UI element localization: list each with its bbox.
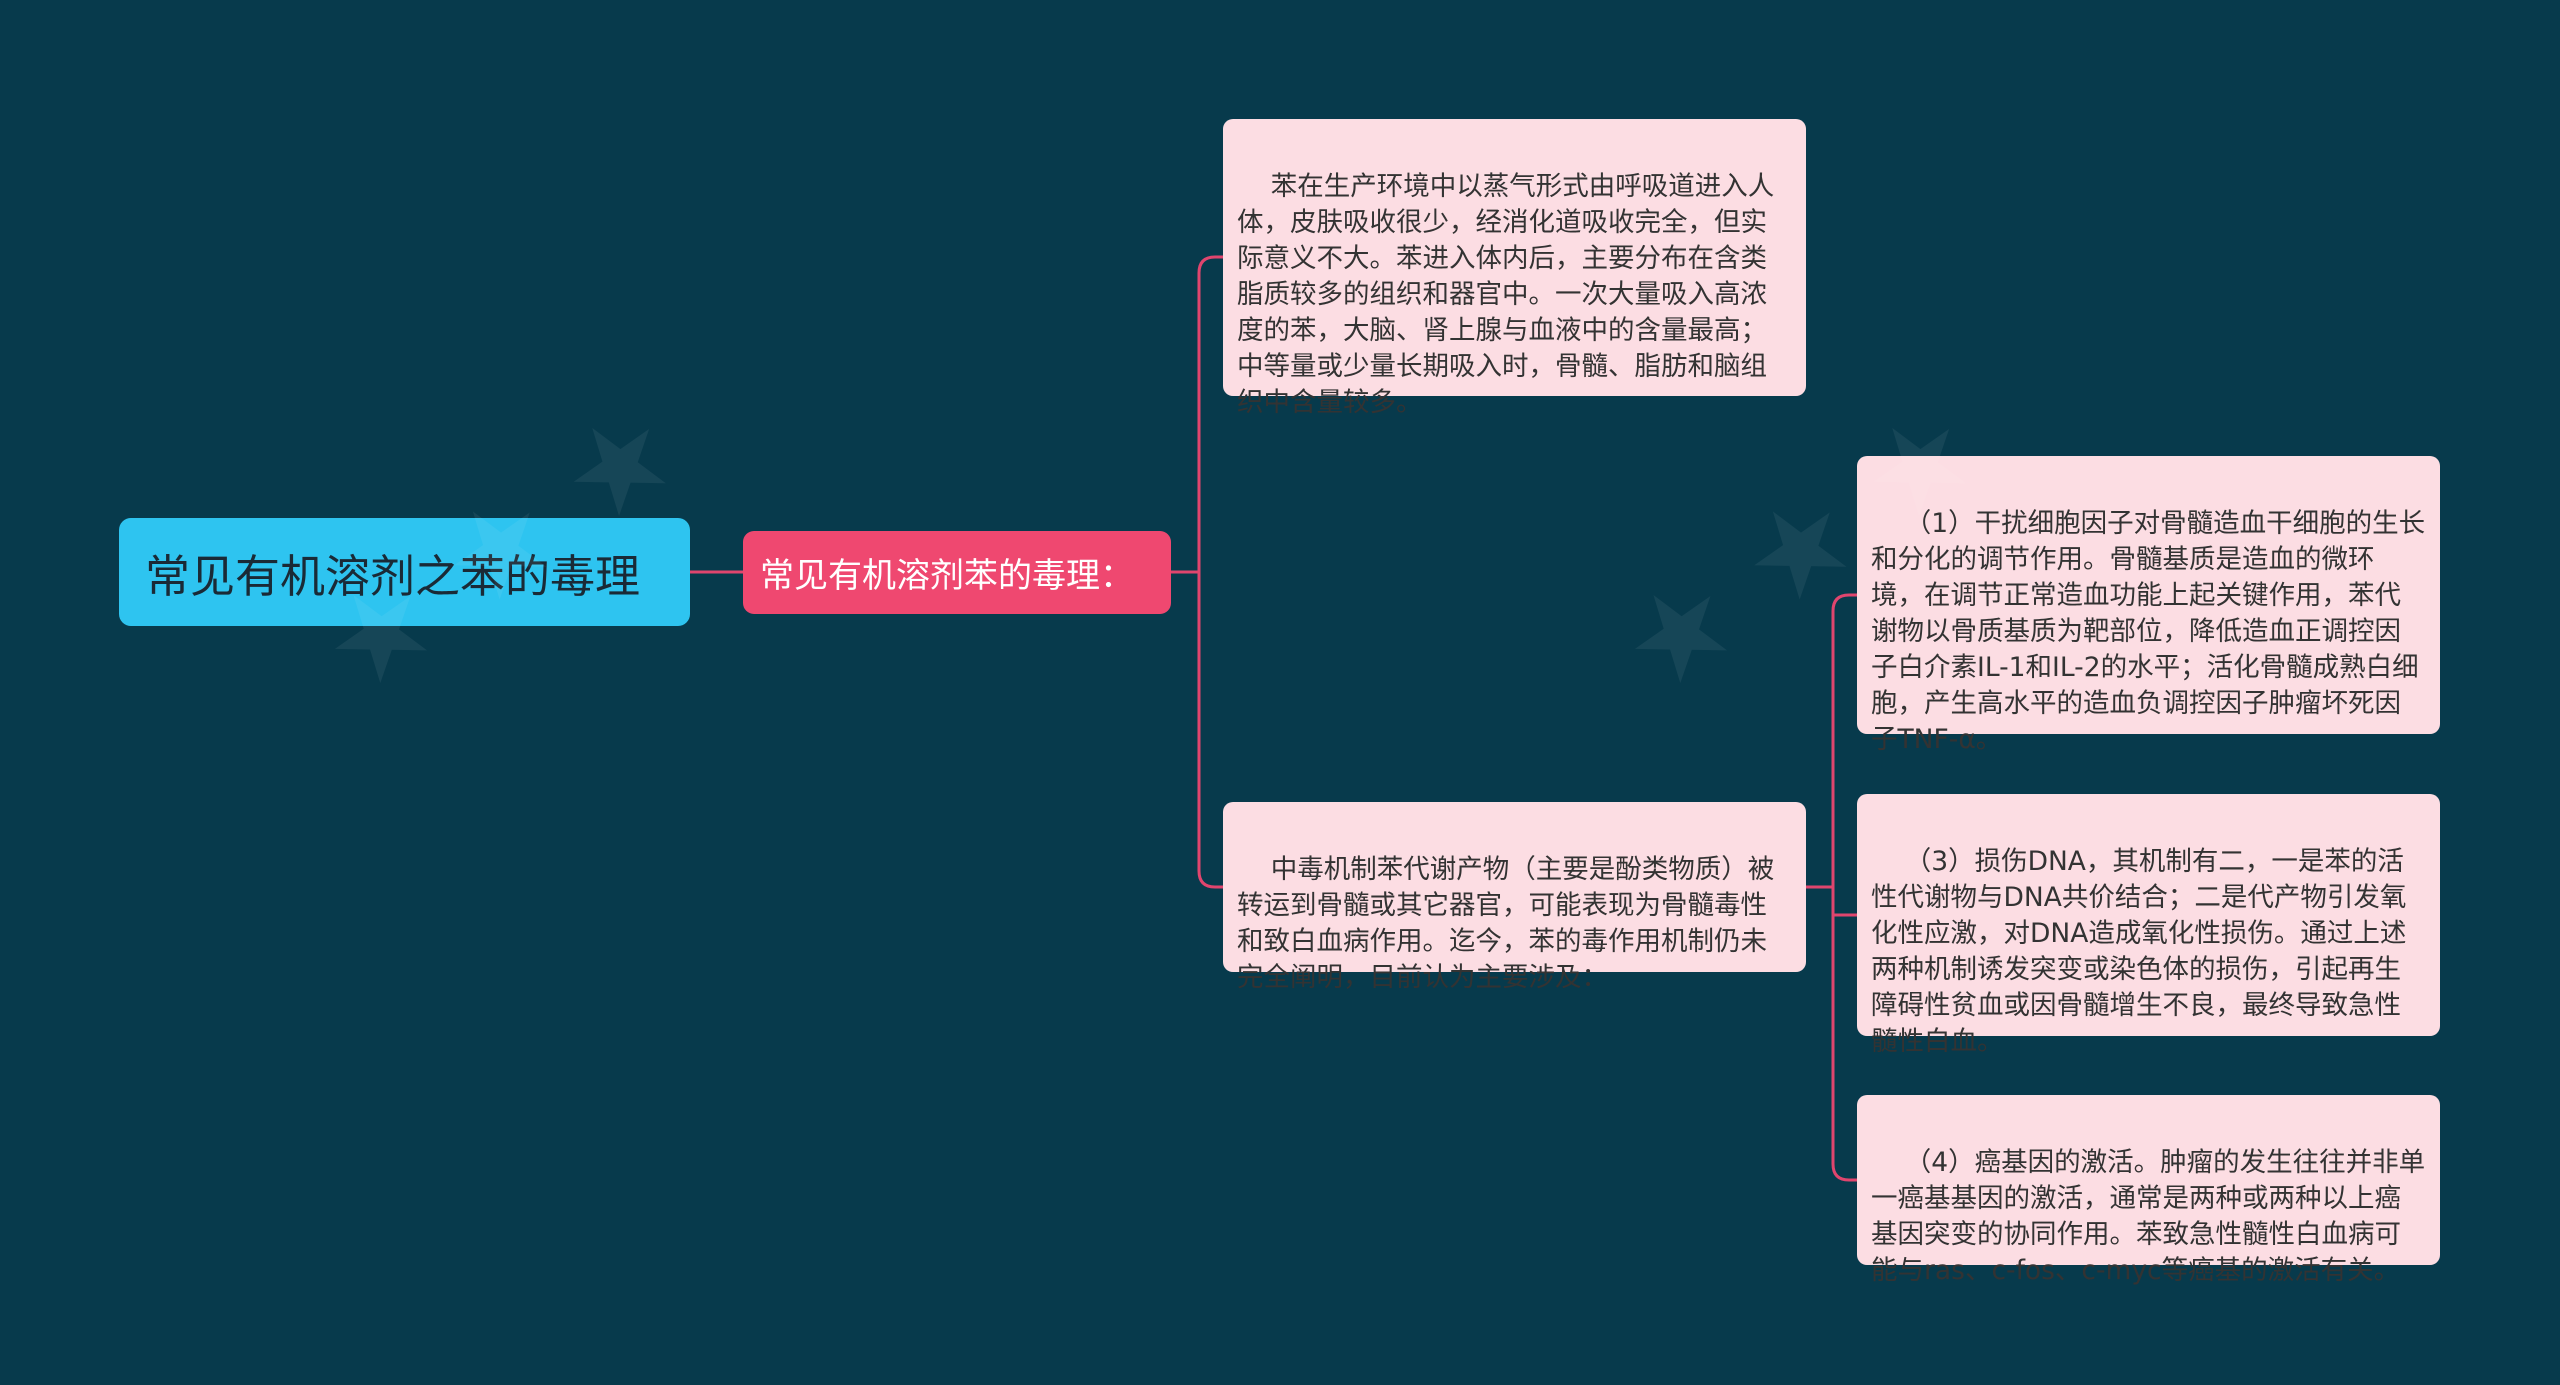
subtopic-text: 苯在生产环境中以蒸气形式由呼吸道进入人体，皮肤吸收很少，经消化道吸收完全，但实际… [1237,171,1775,418]
subtopic-absorption[interactable]: 苯在生产环境中以蒸气形式由呼吸道进入人体，皮肤吸收很少，经消化道吸收完全，但实际… [1223,119,1806,418]
subtopic-text: （3）损伤DNA，其机制有二，一是苯的活性代谢物与DNA共价结合；二是代产物引发… [1871,846,2407,1057]
root-topic[interactable]: 常见有机溶剂之苯的毒理 [119,518,690,626]
connector-leaf2-leaf3 [1831,593,1857,887]
subtopic-dna-damage[interactable]: （3）损伤DNA，其机制有二，一是苯的活性代谢物与DNA共价结合；二是代产物引发… [1857,794,2440,1057]
connector-main-leaf1 [1197,255,1223,572]
main-topic-label: 常见有机溶剂苯的毒理： [760,556,1134,596]
subtopic-mechanism[interactable]: 中毒机制苯代谢产物（主要是酚类物质）被转运到骨髓或其它器官，可能表现为骨髓毒性和… [1223,802,1806,993]
connector-leaf2-leaf5 [1831,887,1857,1182]
subtopic-oncogene-activation[interactable]: （4）癌基因的激活。肿瘤的发生往往并非单一癌基基因的激活，通常是两种或两种以上癌… [1857,1095,2440,1286]
root-topic-label: 常见有机溶剂之苯的毒理 [145,549,641,603]
subtopic-text: 中毒机制苯代谢产物（主要是酚类物质）被转运到骨髓或其它器官，可能表现为骨髓毒性和… [1237,854,1775,993]
connector-main-leaf2 [1197,572,1223,889]
subtopic-text: （4）癌基因的激活。肿瘤的发生往往并非单一癌基基因的激活，通常是两种或两种以上癌… [1871,1147,2426,1286]
subtopic-cytokine-interference[interactable]: （1）干扰细胞因子对骨髓造血干细胞的生长和分化的调节作用。骨髓基质是造血的微环境… [1857,456,2440,755]
connector-leaf2-leaf4 [1831,887,1857,917]
main-topic[interactable]: 常见有机溶剂苯的毒理： [743,531,1171,614]
subtopic-text: （1）干扰细胞因子对骨髓造血干细胞的生长和分化的调节作用。骨髓基质是造血的微环境… [1871,508,2426,755]
